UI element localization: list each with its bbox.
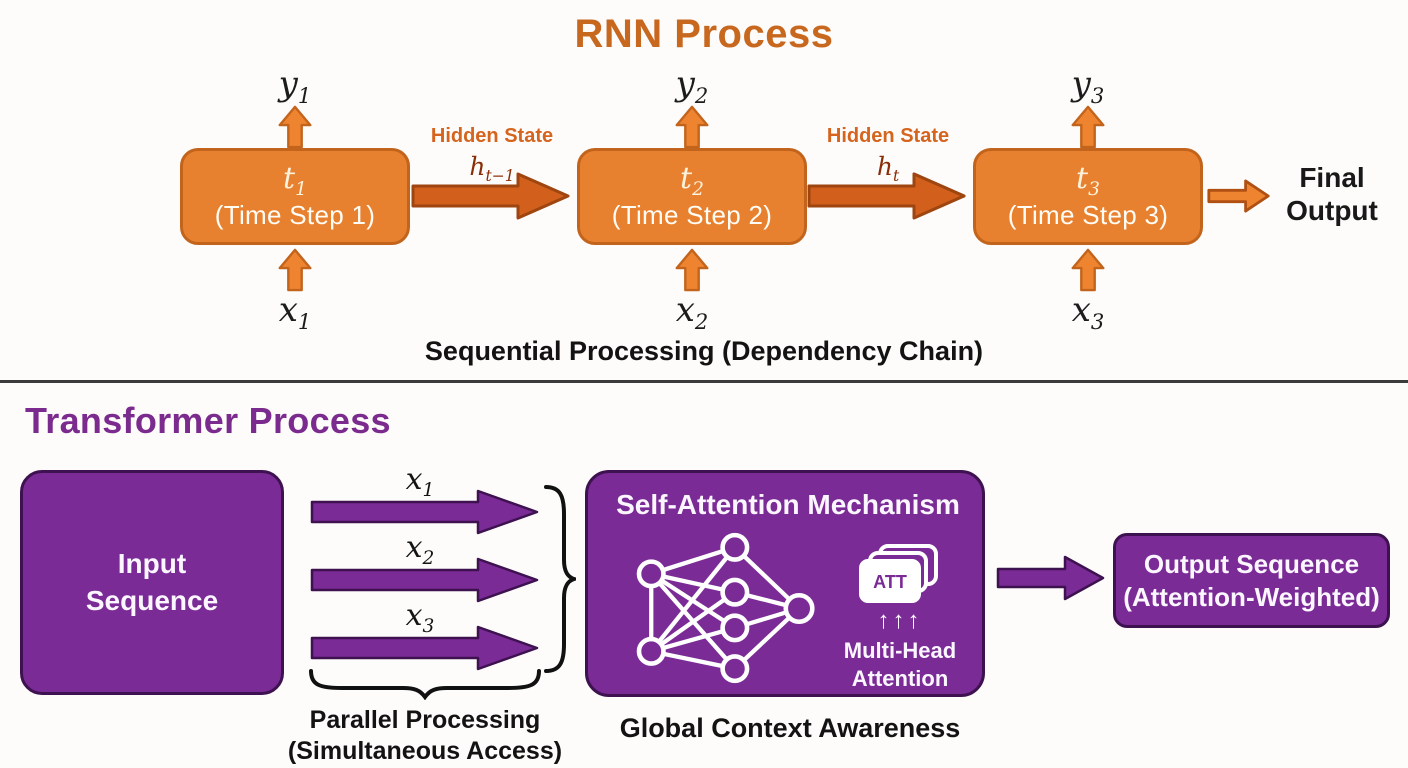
output-sequence-line2: (Attention-Weighted): [1123, 581, 1380, 612]
rnn-output-arrow-1-icon: [278, 105, 312, 149]
svg-text:ATT: ATT: [873, 572, 907, 592]
parallel-arrow-2-icon: [310, 557, 539, 603]
hidden-state-var-1: ht−1: [469, 152, 515, 185]
parallel-label-x1: x1: [405, 462, 435, 501]
timestep-2-var: t2: [680, 161, 704, 201]
timestep-3-caption: (Time Step 3): [1007, 199, 1169, 230]
hidden-state-label-1: Hidden State: [430, 125, 554, 147]
final-output-label: Final Output: [1286, 162, 1378, 226]
self-attention-title: Self-Attention Mechanism: [616, 489, 960, 520]
parallel-arrow-3-icon: [310, 625, 539, 671]
rnn-caption: Sequential Processing (Dependency Chain): [424, 336, 984, 366]
attention-up-arrows-icon: ↑↑↑: [877, 607, 923, 634]
output-sequence-line1: Output Sequence: [1143, 549, 1360, 579]
input-sequence-label: Input Sequence: [85, 548, 219, 616]
rnn-section-title: RNN Process: [574, 12, 834, 56]
parallel-arrow-1-icon: [310, 489, 539, 535]
multi-head-attention-group: ATT ↑↑↑ Multi-Head Attention: [820, 543, 980, 692]
parallel-label-x3: x3: [405, 598, 435, 637]
transformer-section-title: Transformer Process: [25, 400, 391, 441]
rnn-output-label-y2: y2: [675, 64, 709, 108]
rnn-input-label-x3: x3: [1071, 290, 1105, 334]
multi-head-attention-label: Multi-Head Attention: [843, 638, 957, 691]
rnn-timestep-box-3: t3 (Time Step 3): [973, 148, 1203, 245]
rnn-input-arrow-1-icon: [278, 248, 312, 292]
rnn-input-label-x1: x1: [278, 290, 312, 334]
rnn-timestep-box-1: t1 (Time Step 1): [180, 148, 410, 245]
rnn-timestep-box-2: t2 (Time Step 2): [577, 148, 807, 245]
self-attention-box: Self-Attention Mechanism: [585, 470, 985, 697]
global-context-caption: Global Context Awareness: [619, 713, 961, 743]
attention-network-icon: [636, 532, 815, 684]
bottom-brace-icon: [309, 669, 541, 700]
attention-cards-icon: ATT: [859, 544, 938, 603]
section-divider: [0, 380, 1408, 383]
timestep-1-caption: (Time Step 1): [214, 199, 376, 230]
parallel-label-x2: x2: [405, 530, 435, 569]
input-sequence-box: Input Sequence: [20, 470, 284, 695]
rnn-output-arrow-2-icon: [675, 105, 709, 149]
right-brace-icon: [544, 485, 576, 673]
final-output-arrow-icon: [1207, 179, 1270, 213]
rnn-input-arrow-2-icon: [675, 248, 709, 292]
hidden-state-arrow-2-icon: [807, 172, 966, 220]
output-sequence-box: Output Sequence (Attention-Weighted): [1113, 533, 1390, 628]
rnn-input-arrow-3-icon: [1071, 248, 1105, 292]
timestep-2-caption: (Time Step 2): [611, 199, 773, 230]
rnn-output-label-y3: y3: [1071, 64, 1105, 108]
parallel-processing-caption: Parallel Processing (Simultaneous Access…: [287, 706, 563, 766]
timestep-3-var: t3: [1076, 161, 1100, 201]
rnn-output-label-y1: y1: [278, 64, 312, 108]
rnn-input-label-x2: x2: [675, 290, 709, 334]
rnn-output-arrow-3-icon: [1071, 105, 1105, 149]
output-arrow-icon: [996, 555, 1105, 601]
hidden-state-arrow-1-icon: [411, 172, 570, 220]
hidden-state-label-2: Hidden State: [826, 125, 950, 147]
hidden-state-var-2: ht: [876, 152, 900, 185]
timestep-1-var: t1: [283, 161, 307, 201]
